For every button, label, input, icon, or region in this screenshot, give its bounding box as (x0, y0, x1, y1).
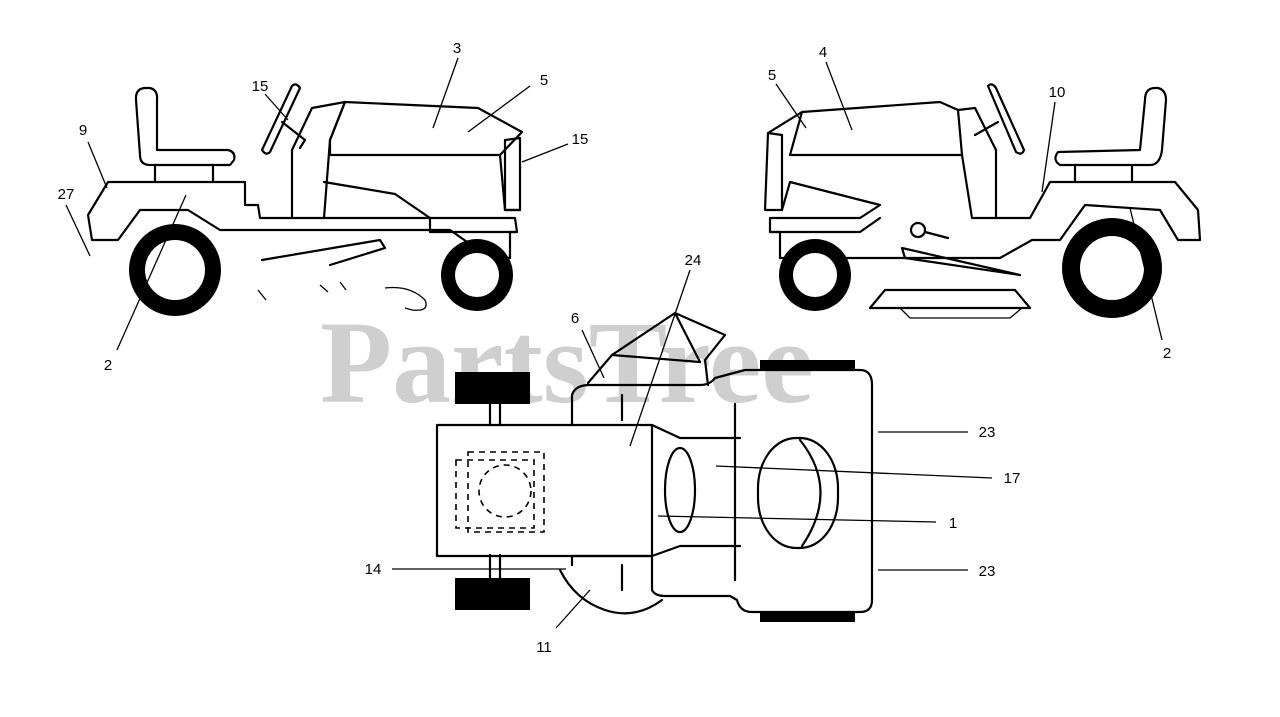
callout-17: 17 (1004, 470, 1021, 487)
tractor-right-side-view (763, 83, 1202, 319)
callout-15-steering: 15 (252, 78, 269, 95)
leader-lines (65, 57, 1163, 629)
callout-23-upper: 23 (979, 424, 996, 441)
tractor-top-view (435, 311, 874, 622)
callout-27: 27 (58, 186, 75, 203)
callout-15-dash: 15 (572, 131, 589, 148)
callout-9: 9 (79, 122, 87, 139)
watermark: PartsTree (320, 297, 814, 428)
callout-24: 24 (685, 252, 702, 269)
callout-14: 14 (365, 561, 382, 578)
callout-6: 6 (571, 310, 579, 327)
callout-labels: 3 5 15 15 9 27 2 4 5 10 2 24 6 23 17 1 2… (58, 40, 1172, 656)
callout-4: 4 (819, 44, 827, 61)
tractor-left-side-view (86, 83, 524, 316)
callout-1: 1 (949, 515, 957, 532)
callout-10: 10 (1049, 84, 1066, 101)
callout-11: 11 (536, 639, 552, 656)
callout-2-left: 2 (104, 357, 112, 374)
callout-5-left: 5 (540, 72, 548, 89)
callout-2-right: 2 (1163, 345, 1171, 362)
callout-23-lower: 23 (979, 563, 996, 580)
callout-3: 3 (453, 40, 461, 57)
callout-5-right: 5 (768, 67, 776, 84)
